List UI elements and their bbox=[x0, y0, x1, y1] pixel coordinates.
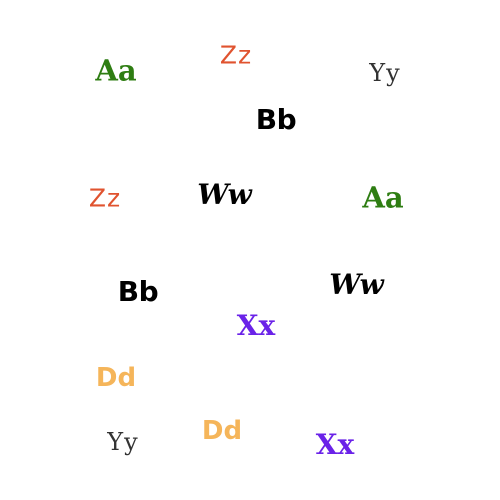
glyph-zz: Zz bbox=[219, 40, 253, 70]
glyph-bb: Bb bbox=[117, 275, 159, 308]
glyph-bb: Bb bbox=[255, 103, 297, 136]
glyph-aa: Aa bbox=[95, 53, 137, 88]
glyph-ww: Ww bbox=[197, 178, 252, 211]
glyph-dd: Dd bbox=[201, 416, 243, 446]
glyph-dd: Dd bbox=[95, 363, 137, 393]
glyph-yy: Yy bbox=[369, 59, 401, 87]
glyph-xx: Xx bbox=[236, 309, 276, 342]
glyph-xx: Xx bbox=[315, 428, 355, 461]
glyph-zz: Zz bbox=[88, 183, 122, 213]
glyph-ww: Ww bbox=[329, 268, 384, 301]
glyph-yy: Yy bbox=[107, 428, 139, 456]
glyph-aa: Aa bbox=[362, 180, 404, 215]
